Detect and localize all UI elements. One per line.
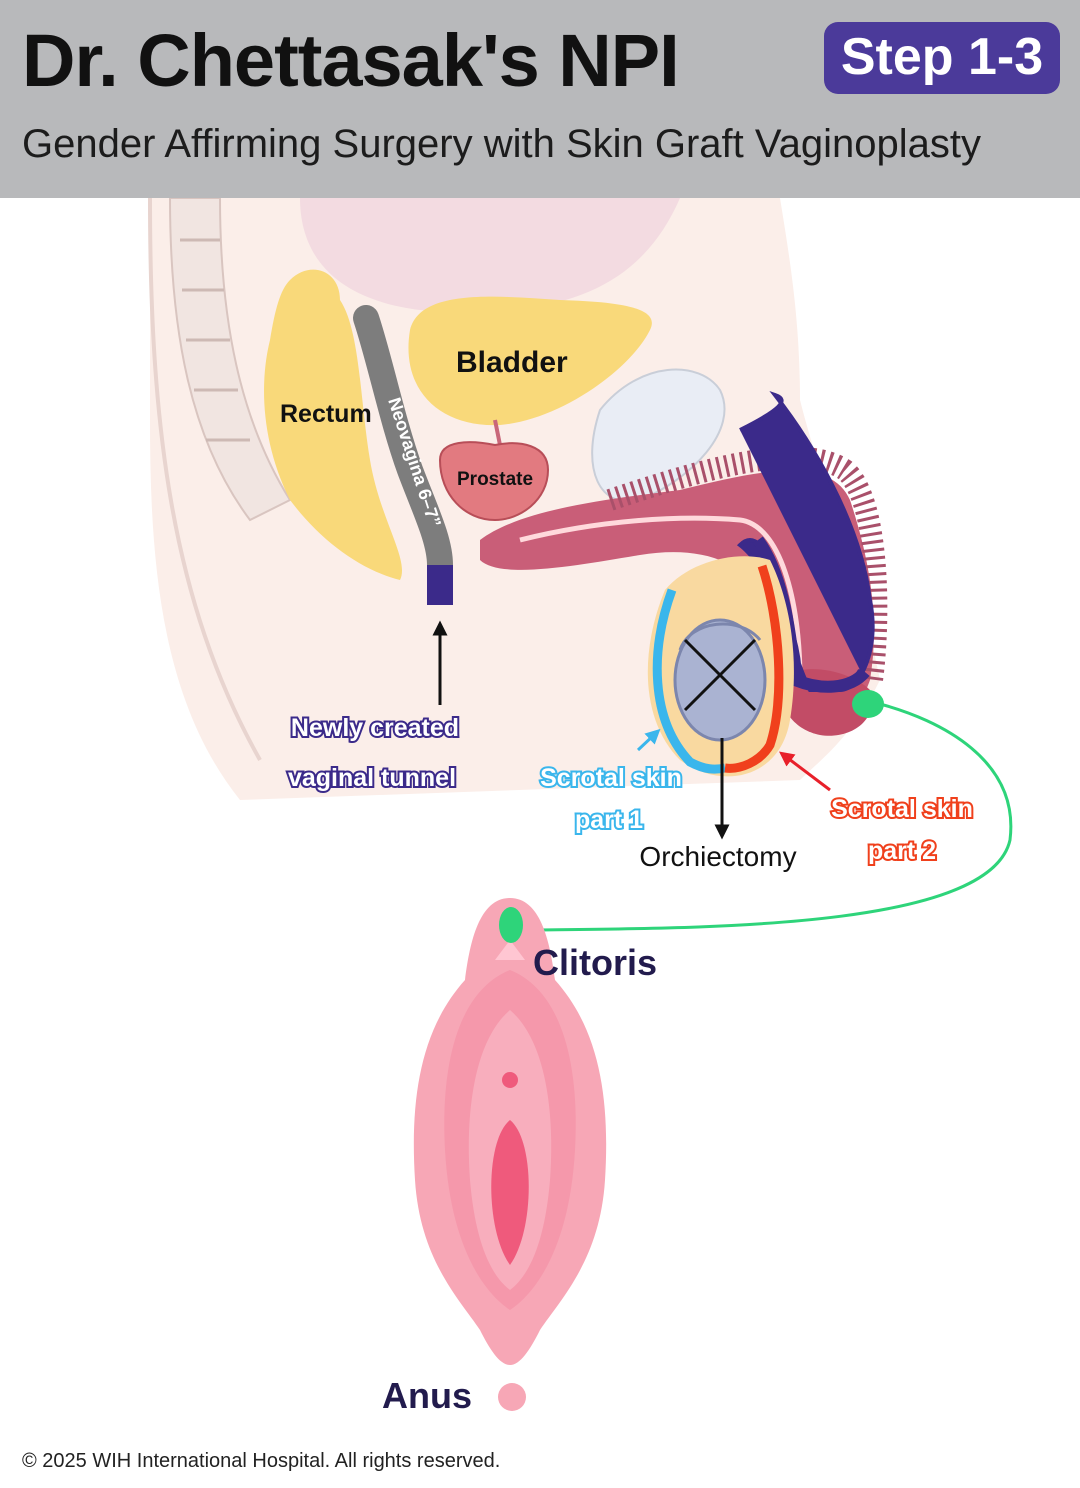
scrotal1-arrow: [636, 728, 661, 752]
transfer-arrow: [522, 702, 1013, 938]
scrotal2-arrow: [779, 751, 831, 792]
copyright-footer: © 2025 WIH International Hospital. All r…: [22, 1450, 501, 1472]
page-subtitle: Gender Affirming Surgery with Skin Graft…: [22, 122, 981, 166]
clitoris-dot: [499, 907, 523, 943]
removal-x-mark: [683, 638, 757, 712]
rectum-shape: [264, 269, 403, 580]
prostate-label: Prostate: [457, 469, 533, 490]
bladder-shape: [408, 296, 652, 426]
clitoris-label: Clitoris: [533, 942, 657, 983]
scrotal-skin-part2-line: [724, 564, 784, 773]
testicle-shape: [673, 618, 767, 742]
step-badge: Step 1-3: [824, 22, 1060, 94]
spine: [168, 198, 292, 522]
header-bar: Dr. Chettasak's NPI Step 1-3 Gender Affi…: [0, 0, 1080, 198]
neovagina-gray: [353, 305, 453, 578]
vulva-illustration: [413, 898, 607, 1365]
page-title: Dr. Chettasak's NPI: [22, 19, 680, 102]
urethra-stem: [493, 419, 502, 446]
orchiectomy-label: Orchiectomy: [639, 841, 796, 872]
tunnel-label-line2: vaginal tunnel: [288, 764, 456, 792]
prostate-shape: [438, 441, 550, 522]
scrotal2-label-line2: part 2: [868, 837, 936, 865]
anus-label: Anus: [382, 1375, 472, 1416]
rectum-label: Rectum: [280, 400, 372, 428]
bladder-label: Bladder: [456, 346, 568, 379]
seminal-vesicle-shape: [591, 368, 726, 503]
anatomy-diagram: Rectum Bladder Prostate Neovagina 6–7” N…: [148, 198, 1013, 1416]
scrotal2-label-line1: Scrotal skin: [831, 795, 973, 823]
tunnel-label-line1: Newly created: [291, 714, 459, 742]
scrotal1-label-line2: part 1: [575, 806, 643, 834]
glans-source-dot: [852, 690, 884, 718]
anus-dot: [498, 1383, 526, 1411]
scrotal1-label-line1: Scrotal skin: [540, 764, 682, 792]
scrotum: [647, 556, 794, 777]
scrotal-skin-part1-line: [652, 588, 726, 774]
